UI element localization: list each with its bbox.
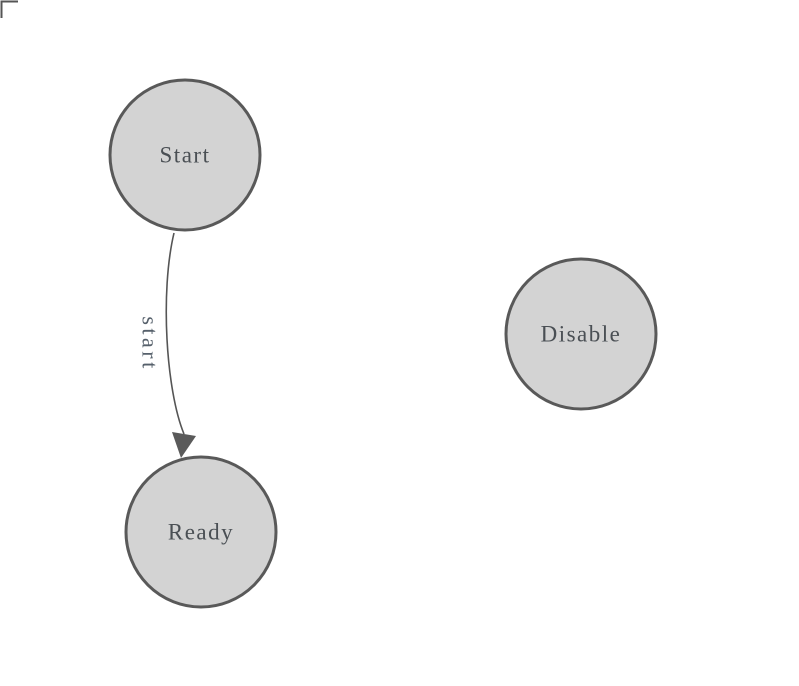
edge-path: [165, 232, 185, 435]
edge-start-to-ready[interactable]: start: [138, 232, 197, 458]
node-start-circle[interactable]: [108, 78, 262, 232]
arrowhead-icon: [172, 432, 196, 458]
edge-label: start: [138, 316, 163, 371]
corner-bracket-icon: [0, 0, 18, 18]
node-start[interactable]: Start: [108, 78, 262, 232]
node-disable-label: Disable: [541, 322, 622, 347]
node-start-label: Start: [160, 143, 211, 168]
node-disable-circle[interactable]: [504, 257, 658, 411]
node-ready-circle[interactable]: [124, 455, 278, 609]
node-disable[interactable]: Disable: [504, 257, 658, 411]
node-ready[interactable]: Ready: [124, 455, 278, 609]
node-ready-label: Ready: [168, 520, 234, 545]
